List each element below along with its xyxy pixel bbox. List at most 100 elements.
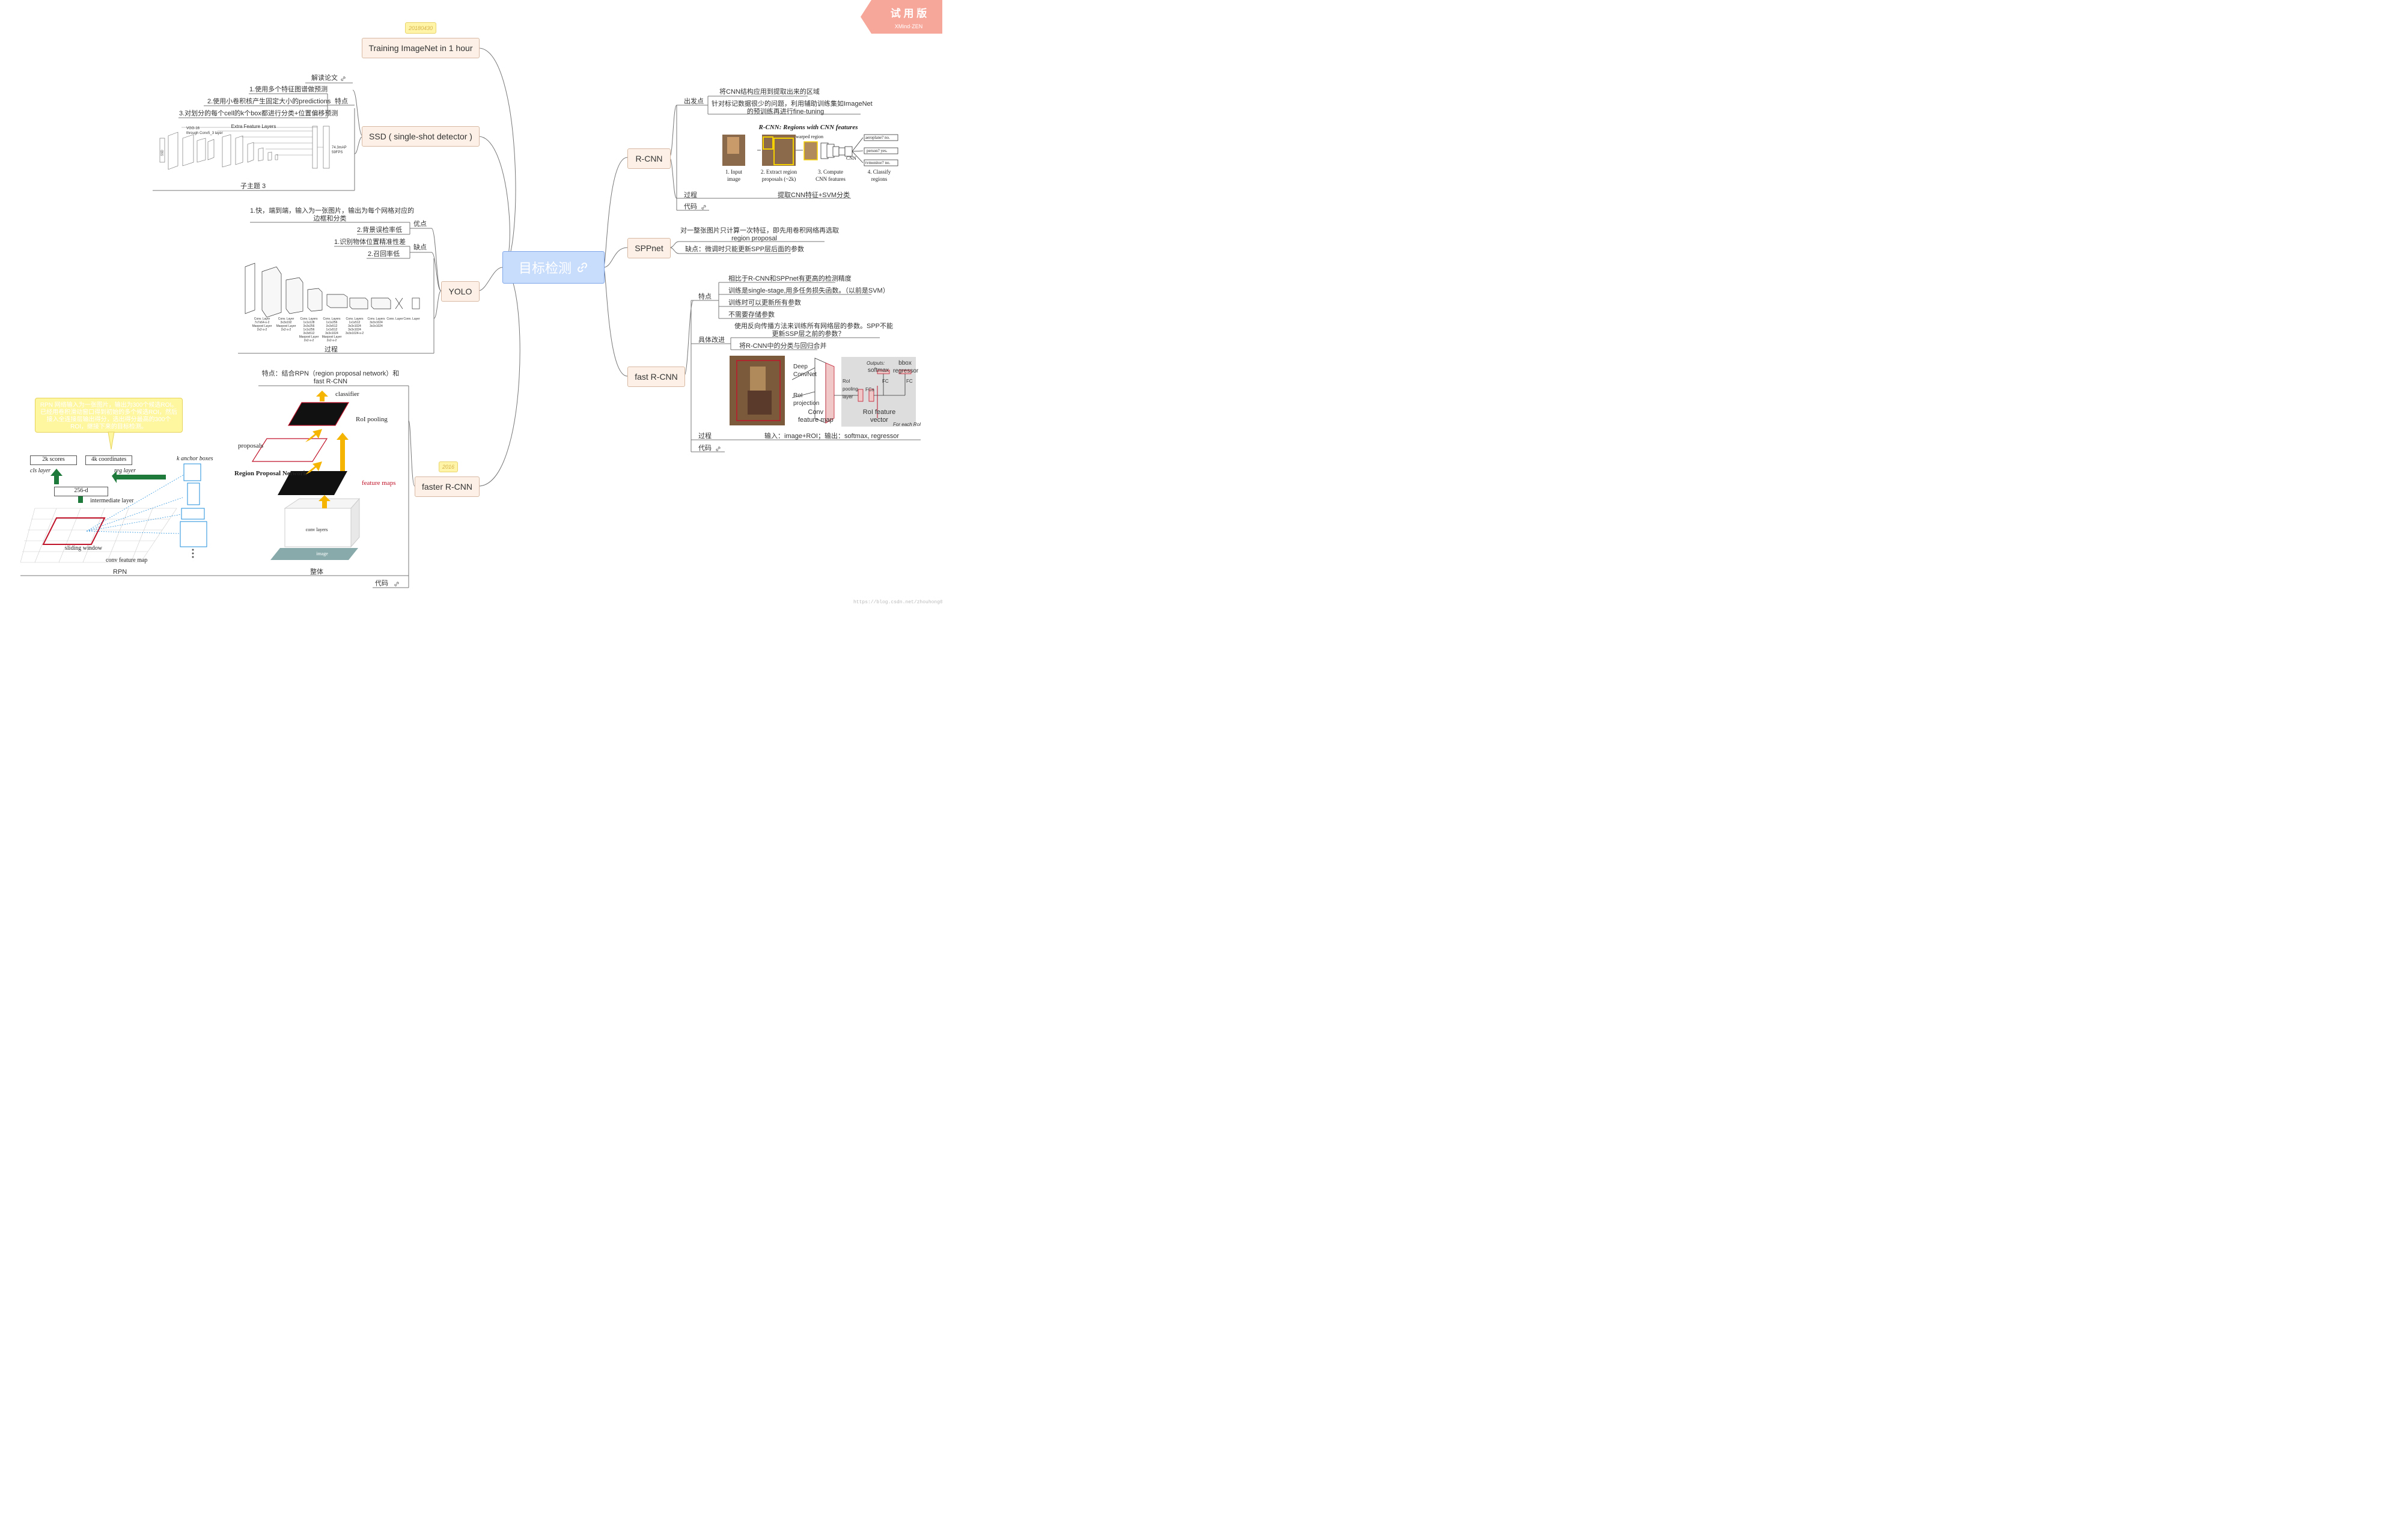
faster-proposals: proposals [238, 442, 264, 449]
ssd-paper-label[interactable]: 解读论文 [311, 75, 338, 82]
fast-feature-4: 不需要存储参数 [728, 311, 775, 318]
topic-fast-rcnn[interactable]: fast R-CNN [627, 367, 685, 387]
faster-feature-maps: feature maps [362, 479, 396, 487]
fast-features-label: 特点 [698, 293, 712, 300]
link-icon[interactable] [715, 446, 721, 452]
fast-feature-3: 训练时可以更新所有参数 [728, 299, 801, 306]
faster-feature: 特点：结合RPN（region proposal network）和fast R… [261, 370, 400, 385]
fast-improve-label: 具体改进 [698, 336, 725, 344]
rcnn-person: person? yes. [867, 148, 888, 153]
fast-feature-1: 相比于R-CNN和SPPnet有更高的检测精度 [728, 275, 852, 282]
yolo-cons-label: 缺点 [413, 244, 427, 251]
ssd-diagram-title: Extra Feature Layers [231, 124, 276, 129]
fast-fcs: FCs [865, 387, 874, 392]
yolo-layer-3: Conv. Layers 1x1x128 3x3x256 1x1x256 3x3… [299, 317, 319, 342]
ssd-features-label: 特点 [335, 98, 348, 105]
rcnn-start-2: 针对标记数据很少的问题，利用辅助训练集如ImageNet 的预训练再进行fine… [712, 100, 873, 115]
callout-pointer [108, 431, 115, 450]
link-icon[interactable] [576, 261, 588, 273]
fast-deep-convnet: Deep ConvNet [793, 364, 817, 378]
topic-faster-rcnn[interactable]: faster R-CNN [415, 476, 480, 497]
rpn-reg-layer: reg layer [114, 467, 136, 474]
faster-classifier: classifier [335, 391, 359, 398]
yolo-pros-label: 优点 [413, 221, 427, 228]
rcnn-process-label: 过程 [684, 192, 697, 199]
ssd-feature-2: 2.使用小卷积核产生固定大小的predictions [207, 98, 331, 105]
fast-conv-feature-map: Conv feature map [798, 409, 834, 424]
ssd-feature-1: 1.使用多个特征图谱做预测 [249, 86, 328, 93]
fast-rcnn-figure: Deep ConvNet RoI projection Conv feature… [730, 356, 921, 428]
rpn-scores: 2k scores [30, 455, 77, 465]
yolo-con-1: 1.识别物体位置精准性差 [334, 239, 406, 246]
ssd-map-label: 74.3mAP 59FPS [332, 146, 347, 154]
topic-yolo[interactable]: YOLO [441, 281, 480, 302]
rpn-caption: RPN [113, 568, 127, 576]
mindmap-canvas: { "watermark": {"line1": "试 用 版", "line2… [0, 0, 942, 609]
central-topic[interactable]: 目标检测 [502, 251, 605, 284]
link-icon[interactable] [394, 581, 400, 587]
yolo-layer-7: Conn. Layer [386, 317, 403, 321]
faster-rpn-label: Region Proposal Network [234, 470, 307, 477]
trial-ribbon [861, 0, 942, 34]
ssd-feature-3: 3.对划分的每个cell的k个box都进行分类+位置偏移预测 [179, 110, 338, 117]
rcnn-cnn-label: CNN [846, 156, 856, 161]
faster-roi-pooling: RoI pooling [356, 416, 388, 423]
central-topic-label: 目标检测 [518, 261, 572, 276]
faster-rcnn-overall-diagram: classifier RoI pooling proposals Region … [232, 391, 406, 565]
fast-feature-2: 训练是single-stage,用多任务损失函数。（以前是SVM） [728, 287, 889, 294]
rcnn-warped-region: warped region [796, 134, 823, 139]
rpn-coordinates: 4k coordinates [85, 455, 132, 465]
spp-con: 缺点：微调时只能更新SPP层后面的参数 [685, 246, 805, 253]
yolo-pro-1: 1.快，端到端，输入为一张图片，输出为每个网格对应的 边框和分类 [250, 207, 415, 222]
rcnn-step-4: 4. Classify regions [867, 169, 891, 182]
fast-improve-1: 使用反向传播方法来训练所有网络层的参数。SPP不能 更新SSP层之前的参数？ [734, 323, 894, 338]
yolo-layer-5: Conv. Layers 1x1x512 3x3x1024 3x3x1024 3… [345, 317, 364, 335]
ssd-vgg-label: VGG-16 through Conv5_3 layer [186, 127, 223, 135]
topic-rcnn[interactable]: R-CNN [627, 148, 671, 169]
fast-process: 输入：image+ROI；输出：softmax, regressor [764, 433, 900, 440]
rpn-anchor-boxes: k anchor boxes [177, 455, 213, 462]
rpn-diagram [20, 452, 219, 570]
yolo-pro-2: 2.背景误检率低 [357, 227, 403, 234]
yolo-con-2: 2.召回率低 [368, 251, 400, 258]
yolo-process-label: 过程 [325, 346, 338, 353]
faster-conv-layers: conv layers [305, 527, 328, 532]
fast-improve-2: 将R-CNN中的分类与回归合并 [739, 342, 827, 350]
fast-roi-projection: RoI projection [793, 392, 820, 407]
fast-outputs: Outputs: [867, 361, 885, 366]
yolo-layer-4: Conv. Layers 1x1x256 3x3x512 1x1x512 3x3… [322, 317, 342, 342]
watermark-brand: XMind·ZEN [894, 23, 923, 29]
link-icon[interactable] [340, 76, 346, 82]
rcnn-code-label[interactable]: 代码 [684, 203, 697, 210]
fast-process-label: 过程 [698, 433, 712, 440]
fast-code-label[interactable]: 代码 [698, 445, 712, 452]
yolo-layer-6: Conv. Layers 3x3x1024 3x3x1024 [367, 317, 385, 328]
faster-code-label[interactable]: 代码 [375, 580, 388, 587]
faster-whole-caption: 整体 [310, 568, 323, 576]
rpn-conv-feature-map: conv feature map [106, 557, 148, 564]
topic-ssd[interactable]: SSD ( single-shot detector ) [362, 126, 480, 147]
fast-fc-2: FC [906, 379, 913, 384]
rcnn-tvmonitor: tvmonitor? no. [865, 160, 891, 165]
ssd-subtopic-3: 子主题 3 [240, 183, 266, 190]
rcnn-step-1: 1. Input image [725, 169, 742, 182]
fast-roi-feature-vector: RoI feature vector [862, 409, 896, 424]
link-icon[interactable] [701, 204, 707, 210]
topic-sppnet[interactable]: SPPnet [627, 238, 671, 258]
rcnn-pipeline-figure: R-CNN: Regions with CNN features warped … [715, 120, 903, 186]
spp-description: 对一整张图片只计算一次特征，即先用卷积网络再选取 region proposal [680, 227, 839, 242]
fast-for-each-roi: For each RoI [893, 422, 921, 427]
year-badge: 2016 [439, 461, 458, 472]
rcnn-step-3: 3. Compute CNN features [815, 169, 846, 182]
fast-roi-pooling-layer: RoI pooling layer [843, 379, 858, 400]
rcnn-start-label: 出发点 [684, 98, 704, 105]
fast-softmax: softmax [868, 367, 889, 374]
rcnn-start-1: 将CNN结构应用到提取出来的区域 [719, 88, 820, 96]
yolo-architecture-diagram: Conv. Layer 7x7x64-s-2 Maxpool Layer 2x2… [238, 262, 424, 346]
topic-training-imagenet[interactable]: Training ImageNet in 1 hour [362, 38, 480, 58]
source-url-watermark: https://blog.csdn.net/zhouhong0284 [853, 600, 942, 605]
rcnn-figure-title: R-CNN: Regions with CNN features [758, 124, 858, 131]
rpn-256d: 256-d [54, 487, 108, 496]
rcnn-step-2: 2. Extract region proposals (~2k) [760, 169, 797, 182]
rpn-intermediate-layer: intermediate layer [90, 498, 134, 504]
